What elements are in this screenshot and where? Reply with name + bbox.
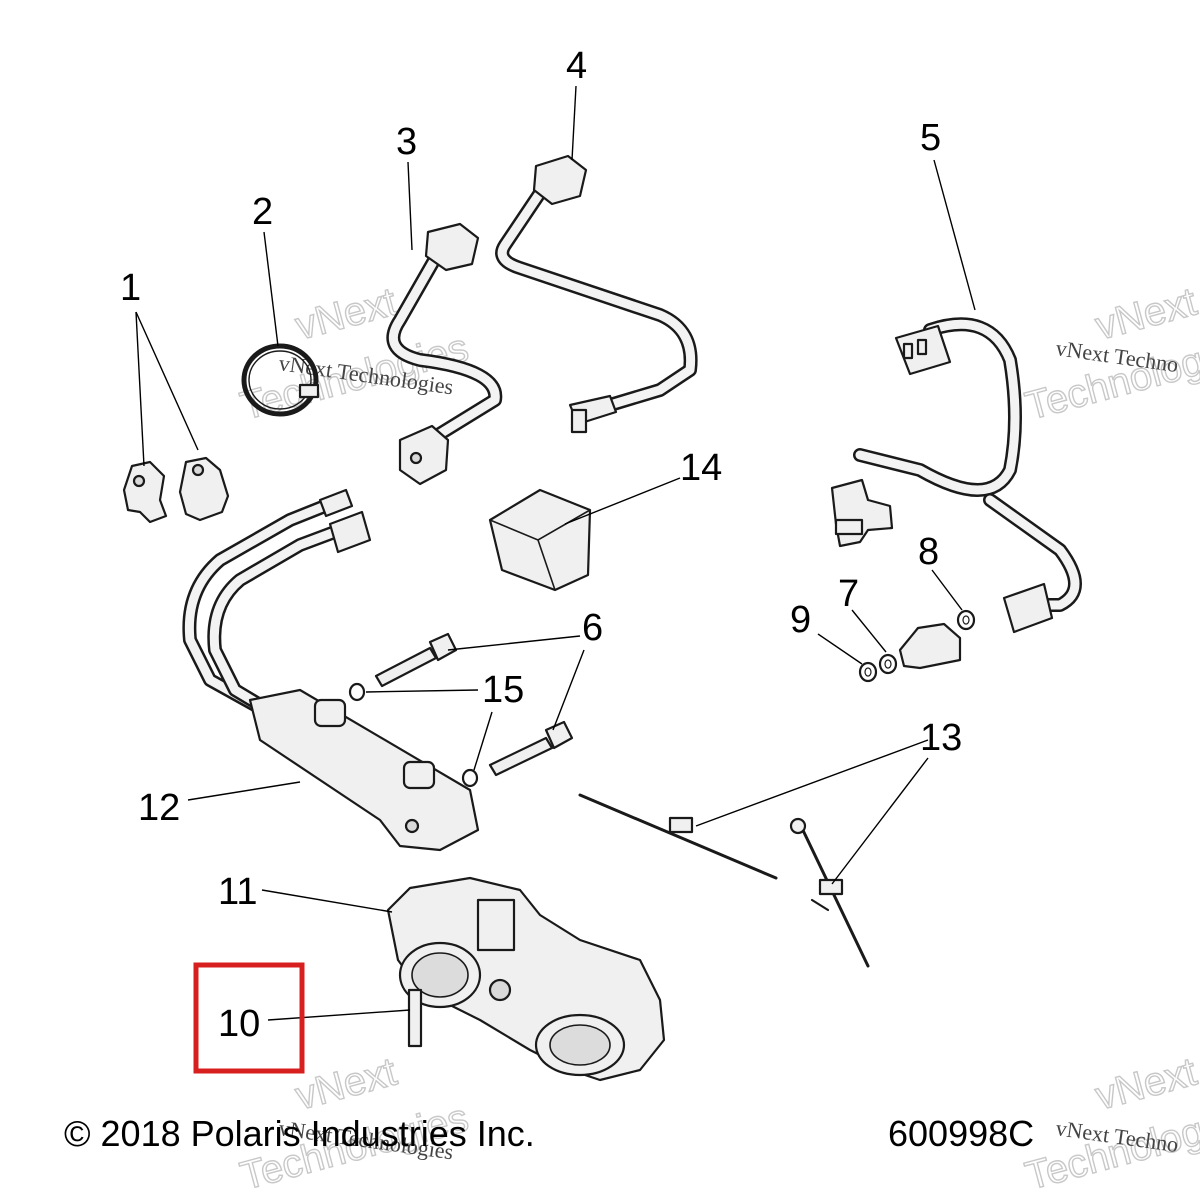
callout-4[interactable]: 4 [566,45,587,87]
watermark-big: vNext [1091,280,1200,349]
part-o-ring-8[interactable] [956,609,976,631]
callout-2[interactable]: 2 [252,191,273,233]
part-clips[interactable] [122,456,230,524]
part-washer-15-upper[interactable] [348,682,366,702]
copyright-text: © 2018 Polaris Industries Inc. [64,1113,535,1154]
callout-6[interactable]: 6 [582,607,603,649]
part-stud[interactable] [407,988,423,1048]
callout-14[interactable]: 14 [680,447,722,489]
part-injector-lower[interactable] [898,622,962,670]
callout-9[interactable]: 9 [790,599,811,641]
part-hose-4[interactable] [495,154,698,434]
part-cable-ties[interactable] [578,793,870,968]
part-washer-9[interactable] [858,661,878,683]
callout-8[interactable]: 8 [918,531,939,573]
callout-3[interactable]: 3 [396,121,417,163]
part-washer-15-lower[interactable] [461,768,479,788]
part-throttle-body[interactable] [386,876,666,1082]
callout-12[interactable]: 12 [138,787,180,829]
part-bolt-upper[interactable] [374,632,458,688]
callout-1[interactable]: 1 [120,267,141,309]
leader-lines [135,85,976,1021]
callout-11[interactable]: 11 [218,871,257,913]
part-foam-block[interactable] [488,488,592,592]
watermark-big: vNext [291,1050,401,1119]
part-injector-upper[interactable] [830,478,894,548]
watermark-big: vNext [291,280,401,349]
callout-15[interactable]: 15 [482,669,524,711]
callouts: 1 2 3 4 5 6 7 8 9 10 11 12 13 14 15 [120,45,962,1045]
callout-5[interactable]: 5 [920,117,941,159]
callout-7[interactable]: 7 [838,573,859,615]
part-bolt-lower[interactable] [488,720,574,777]
callout-10[interactable]: 10 [218,1003,260,1045]
highlight-box [193,962,305,1074]
watermark-big: vNext [1091,1050,1200,1119]
part-o-ring-7[interactable] [878,653,898,675]
part-fuel-rail[interactable] [182,488,480,852]
callout-13[interactable]: 13 [920,717,962,759]
part-wire-harness[interactable] [853,317,1082,634]
drawing-number: 600998C [888,1113,1034,1154]
part-hose-3[interactable] [386,222,503,486]
part-ring-clamp[interactable] [241,343,320,417]
